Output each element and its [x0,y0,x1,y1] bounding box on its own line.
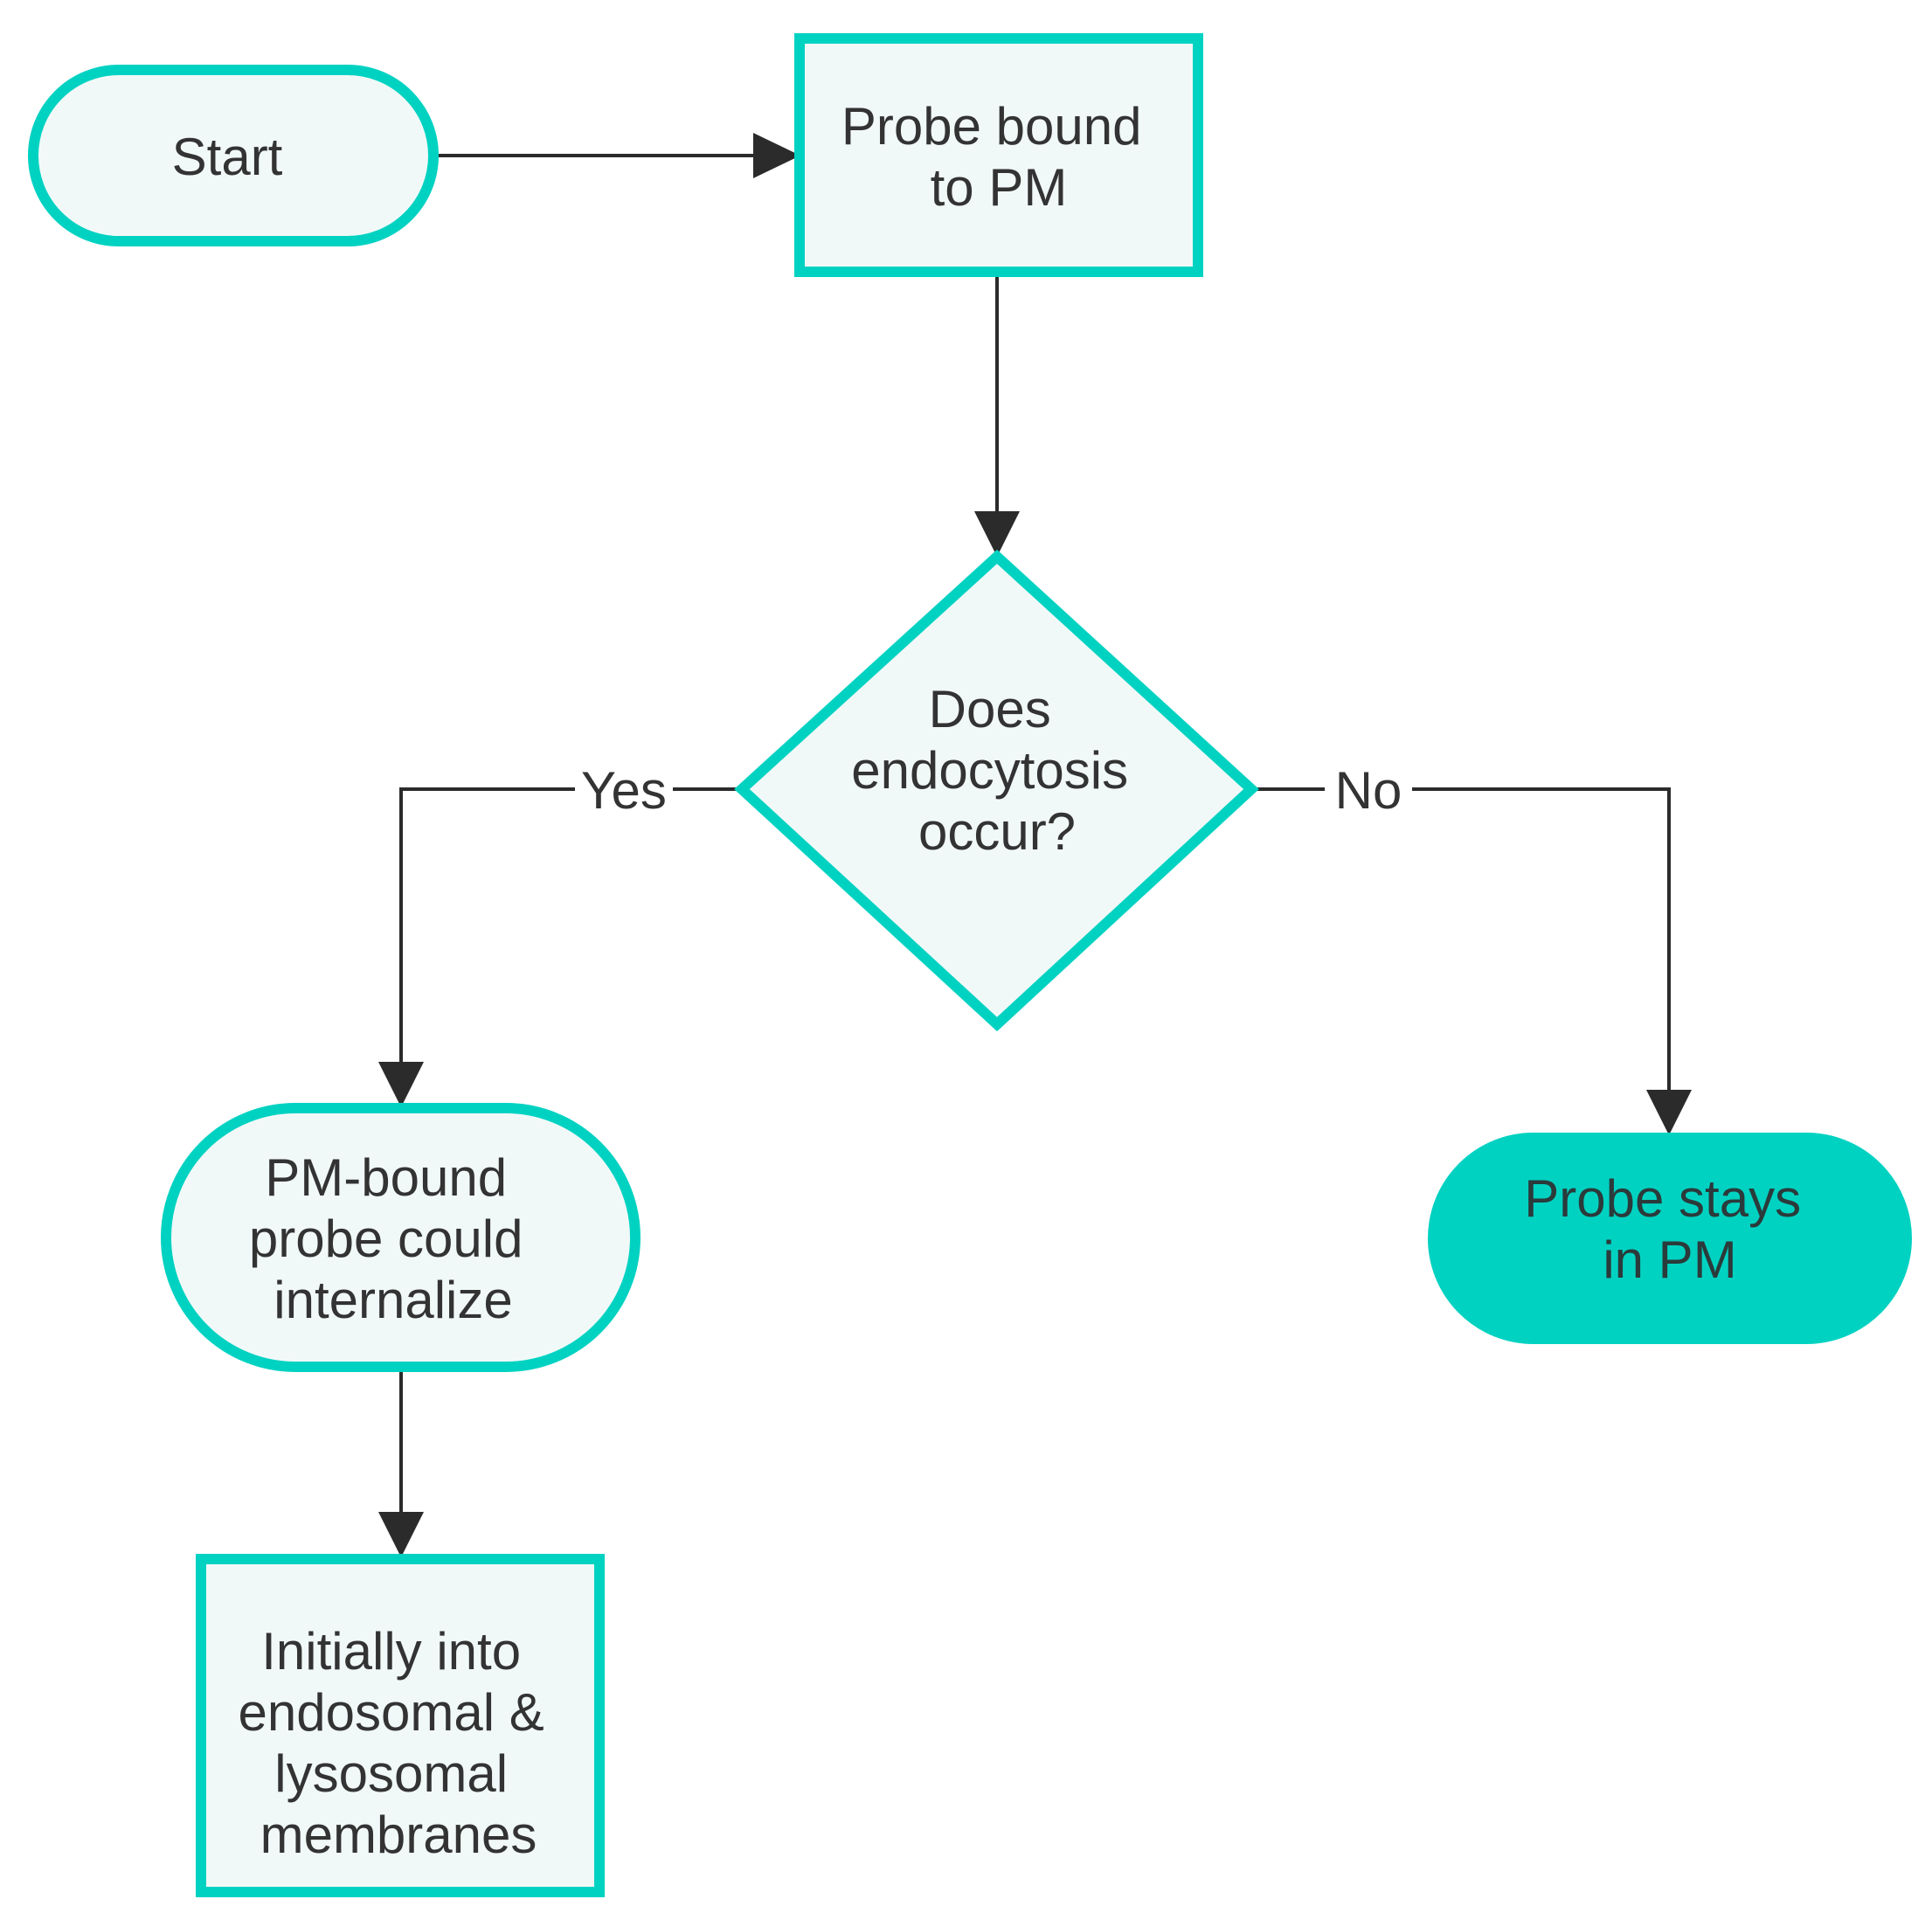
no-label-backing [1325,759,1412,820]
node-stays-label-line: in PM [1603,1230,1736,1289]
node-stays-shape [1428,1133,1912,1344]
node-start-shape [28,65,439,246]
node-probe-bound: Probe bound to PM [794,33,1203,277]
node-internalize-label-line: internalize [274,1271,513,1329]
node-start-label: Start [172,128,283,186]
node-endosomal: Initially into endosomal & lysosomal mem… [196,1554,605,1897]
node-decision: Does endocytosis occur? [734,549,1259,1032]
node-endosomal-label-line: endosomal & [239,1683,544,1742]
node-endosomal-label-line: Initially into [261,1622,521,1681]
node-endosomal-shape [196,1554,605,1897]
node-decision-label-line: occur? [918,802,1076,861]
arrowhead-decision-to-internalize [378,1062,424,1107]
node-start: Start [28,65,439,246]
node-decision-label: Does endocytosis occur? [851,680,1143,861]
node-probe-bound-label: Probe bound to PM [841,97,1156,217]
yes-label: Yes [581,761,667,820]
node-internalize-label-line: probe could [249,1210,523,1268]
arrowhead-start-to-probe-bound [753,133,800,178]
node-stays-label-line: Probe stays [1524,1169,1801,1228]
node-stays: Probe stays in PM [1428,1133,1912,1344]
node-stays-label: Probe stays in PM [1524,1169,1816,1289]
connector-decision-to-internalize [399,787,740,1068]
node-internalize-shape [161,1103,641,1372]
edge-labels: Yes No [575,759,1412,820]
node-endosomal-label-line: lysosomal [274,1744,508,1803]
node-decision-shape [734,549,1259,1032]
yes-label-backing [575,759,673,820]
node-endosomal-label: Initially into endosomal & lysosomal mem… [239,1622,559,1864]
node-endosomal-label-line: membranes [260,1806,537,1864]
node-start-label-line: Start [172,128,283,186]
node-internalize-label-line: PM-bound [265,1148,507,1207]
arrowhead-decision-to-stays [1646,1090,1692,1135]
node-internalize-label: PM-bound probe could internalize [249,1148,537,1329]
connector-decision-to-stays [1255,787,1671,1092]
node-probe-bound-shape [794,33,1203,277]
no-label: No [1335,761,1402,820]
node-probe-bound-label-line: Probe bound [841,97,1142,156]
arrowhead-probe-bound-to-decision [974,511,1020,557]
node-probe-bound-label-line: to PM [931,158,1068,217]
node-internalize: PM-bound probe could internalize [161,1103,641,1372]
node-decision-label-line: endocytosis [851,741,1128,800]
arrowhead-internalize-to-endosomal [378,1512,424,1557]
node-decision-label-line: Does [929,680,1051,738]
